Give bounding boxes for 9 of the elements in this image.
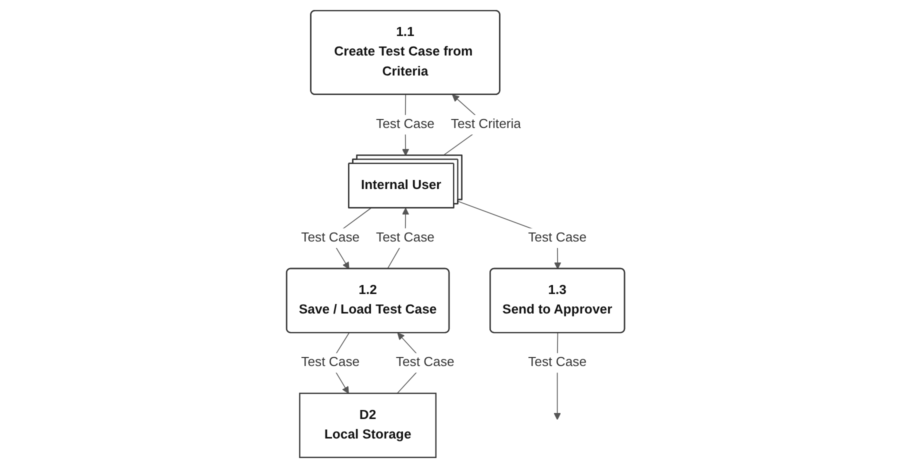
- edge-label: Test Case: [376, 117, 435, 132]
- edge-label: Test Case: [376, 230, 435, 245]
- edge-label: Test Case: [528, 230, 587, 245]
- edge-label: Test Case: [302, 356, 360, 370]
- edge-label: Test Case: [302, 230, 360, 245]
- edge-label: Test Case: [528, 356, 587, 370]
- edge-label: Test Case: [396, 356, 455, 370]
- edge-label: Test Criteria: [451, 117, 522, 132]
- node-box: D2 Local Storage: [300, 392, 437, 458]
